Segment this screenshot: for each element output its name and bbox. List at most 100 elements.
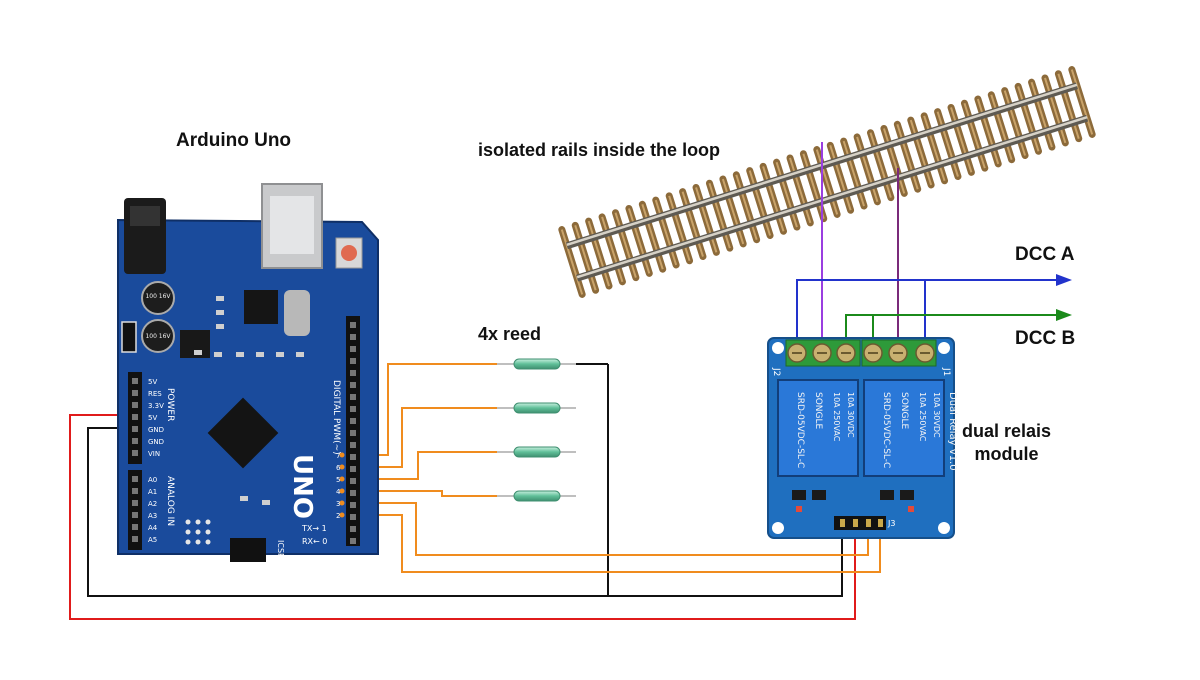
track-tie-highlight [695, 187, 718, 253]
icsp-label: ICSP [276, 540, 285, 558]
track-tie-highlight [1003, 90, 1027, 156]
reed-switch-2 [513, 402, 561, 414]
track-tie-highlight [735, 174, 758, 241]
header-pin [350, 370, 356, 376]
track-tie-highlight [627, 208, 651, 274]
cap-label-2: 100 16V [145, 333, 171, 340]
track-tie-highlight [802, 153, 825, 219]
track-tie-highlight [869, 132, 892, 198]
atmega-chip [207, 397, 279, 469]
wire-junction [339, 512, 345, 518]
track-tie-highlight [587, 220, 610, 287]
track-tie-highlight [976, 98, 1000, 165]
track-rail-highlight [576, 116, 1088, 279]
header-pin [350, 358, 356, 364]
track-tie-highlight [775, 161, 798, 228]
header-pin [350, 514, 356, 520]
relay-header-pin [866, 519, 871, 527]
label-relay-line-2: module [974, 444, 1039, 464]
label-arduino-uno: Arduino Uno [176, 130, 292, 151]
header-pin [350, 490, 356, 496]
relay-1-brand: SONGLE [813, 392, 823, 430]
track-tie-highlight [950, 107, 973, 173]
header-pin [132, 512, 138, 518]
wire-junction [339, 476, 345, 482]
arrow-dcc-a [1056, 274, 1072, 286]
track-tie-highlight [708, 182, 731, 249]
relay-2-rating-dc: 10A 30VDC [932, 392, 941, 438]
analog-pin-label: A1 [148, 488, 157, 496]
track-tie-highlight [668, 195, 691, 262]
track-tie-highlight [842, 140, 865, 207]
track-tie-highlight [990, 94, 1013, 161]
track-section [558, 66, 1096, 298]
wire-gnd-black [87, 427, 843, 597]
track-tie-highlight [574, 225, 597, 291]
header-pin [350, 418, 356, 424]
track-tie-highlight [789, 157, 812, 224]
header-pin [132, 524, 138, 530]
track-tie-highlight [1070, 69, 1094, 135]
crystal [284, 290, 310, 336]
track-tie-highlight [762, 166, 785, 232]
relay-1-model: SRD-05VDC-SL-C [795, 392, 805, 468]
arduino-uno-board: 100 16V 100 16V UNO POWER ANAL [117, 183, 379, 562]
track-tie-highlight [882, 128, 906, 194]
track-tie-highlight [963, 102, 986, 169]
power-pin-label: 5V [148, 378, 157, 386]
header-pin [132, 488, 138, 494]
header-analog [128, 470, 142, 550]
terminal-j1-label: J1 [941, 367, 951, 376]
wires [69, 142, 1072, 620]
relay-2-model: SRD-05VDC-SL-C [881, 392, 891, 468]
header-pin [132, 438, 138, 444]
header-pin [132, 426, 138, 432]
track-tie-highlight [1057, 73, 1080, 139]
header-pin [350, 346, 356, 352]
wire-junction [339, 500, 345, 506]
label-reed-switches: 4x reed [478, 324, 542, 344]
wire-relay-in2-orange [348, 514, 881, 573]
cap-label-1: 100 16V [145, 293, 171, 300]
power-pin-label: 5V [148, 414, 157, 422]
track-tie-highlight [856, 136, 879, 203]
track-tie-highlight [936, 111, 959, 177]
icsp-header [230, 538, 266, 562]
power-title: POWER [165, 388, 175, 421]
header-pin [350, 502, 356, 508]
analog-pin-label: A3 [148, 512, 157, 520]
power-pin-label: RES [148, 390, 162, 398]
relay-module: SRD-05VDC-SL-C SONGLE 10A 250VAC 10A 30V… [767, 337, 958, 539]
wire-junction [339, 488, 345, 494]
relay-1-rating-dc: 10A 30VDC [846, 392, 855, 438]
header-pin [350, 442, 356, 448]
header-pin [350, 322, 356, 328]
label-relay-line-1: dual relais [962, 421, 1052, 441]
wire-5v-red [69, 414, 856, 620]
power-pin-label: GND [148, 426, 164, 434]
label-dcc-b: DCC B [1015, 328, 1076, 349]
track-tie-highlight [614, 212, 637, 278]
track-tie-highlight [601, 216, 624, 283]
track-tie-highlight [1030, 81, 1053, 148]
track-tie-highlight [748, 170, 772, 236]
relay-2 [863, 379, 945, 477]
capacitor-2 [141, 319, 175, 353]
header-pin [350, 430, 356, 436]
wire-dcc-a-blue [796, 279, 1060, 352]
header-pin [132, 402, 138, 408]
wire-junction [339, 452, 345, 458]
track-tie-highlight [829, 145, 852, 211]
analog-title: ANALOG IN [165, 476, 175, 526]
power-pin-label: 3.3V [148, 402, 164, 410]
relay-1-rating-ac: 10A 250VAC [832, 392, 841, 442]
wire-relay-in1-orange [348, 502, 869, 556]
relay-2-brand: SONGLE [899, 392, 909, 430]
digital-pin-label: 6 [336, 464, 341, 472]
reed-switch-4 [513, 490, 561, 502]
analog-pin-label: A2 [148, 500, 157, 508]
header-pin [350, 334, 356, 340]
digital-pin-label: 7 [336, 452, 340, 460]
relay-1 [777, 379, 859, 477]
